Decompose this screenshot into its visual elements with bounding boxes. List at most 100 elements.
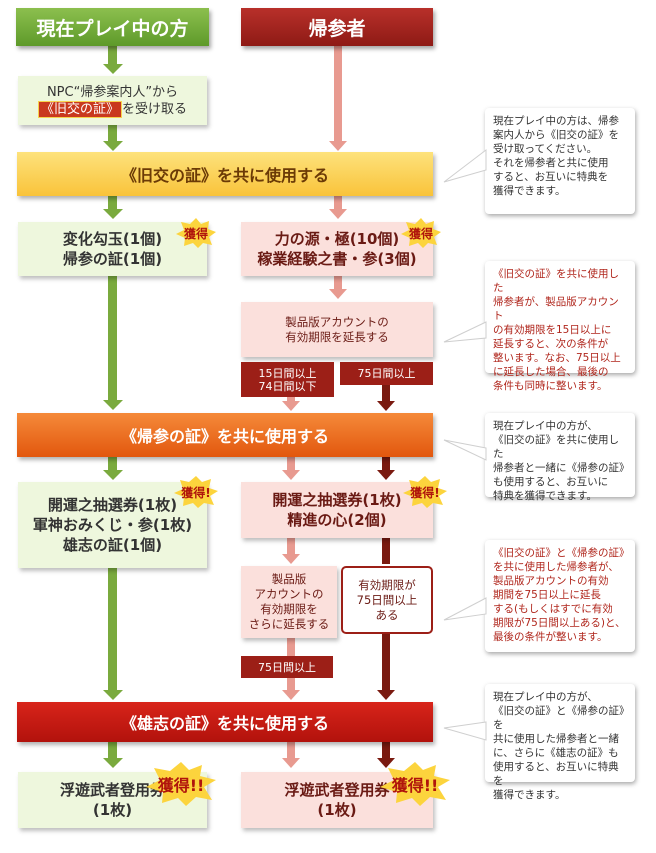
arrow-current-6-head — [103, 690, 123, 700]
step-receive-item: NPC“帰参案内人”から 《旧交の証》を受け取る — [18, 76, 207, 125]
arrow-returning-dark-1-head — [377, 401, 395, 411]
arrow-returning-3-head — [329, 289, 347, 299]
badge-acquired-3b: 獲得!! — [380, 762, 450, 806]
tag-75-days-label: 75日間以上 — [357, 367, 416, 380]
arrow-current-1 — [108, 46, 117, 66]
arrow-returning-dark-3 — [382, 538, 390, 564]
bar-use-kisan-label: 《帰参の証》を共に使用する — [120, 427, 329, 446]
note-3-line5: 特典を獲得できます。 — [493, 490, 597, 502]
arrow-current-7 — [108, 742, 117, 760]
step-extend-account-line2: 有効期限を延長する — [285, 329, 389, 344]
reward-current-stage1: 変化勾玉(1個) 帰参の証(1個) — [18, 222, 207, 276]
note-1-pointer — [443, 148, 487, 183]
arrow-current-4-head — [103, 400, 123, 410]
badge-acquired-3a-label: 獲得!! — [157, 776, 205, 795]
reward-current-stage1-line2: 帰参の証(1個) — [62, 250, 163, 268]
arrow-current-6 — [108, 568, 117, 692]
step-receive-line1: NPC“帰参案内人”から — [46, 84, 179, 100]
arrow-current-1-head — [103, 64, 123, 74]
arrow-returning-6-head — [282, 554, 300, 564]
reward-returning-stage2: 開運之抽選券(1枚) 精進の心(2個) — [241, 482, 433, 538]
note-2-line6: に延長した場合、最後の — [493, 366, 609, 378]
arrow-returning-5-head — [282, 470, 300, 480]
arrow-returning-9 — [287, 742, 295, 760]
note-5-line4: に、さらに《雄志の証》も — [493, 747, 619, 759]
arrow-returning-dark-2-head — [377, 470, 395, 480]
note-2-pointer — [443, 321, 487, 343]
step-already-line1: 有効期限が — [358, 577, 416, 592]
note-4-line1: 《旧交の証》と《帰参の証》 — [493, 547, 630, 559]
arrow-returning-5 — [287, 457, 295, 471]
bar-use-yushi-label: 《雄志の証》を共に使用する — [120, 714, 329, 733]
note-4-pointer — [443, 597, 487, 621]
arrow-current-5 — [108, 457, 117, 471]
note-4-line6: 期限が75日間以上ある)と、 — [493, 617, 626, 629]
badge-acquired-1b-label: 獲得 — [408, 226, 433, 241]
step-extend-further-line3: 有効期限を — [260, 602, 318, 616]
arrow-returning-3 — [334, 276, 342, 290]
arrow-returning-dark-5 — [382, 742, 390, 760]
step-extend-account-line1: 製品版アカウントの — [285, 314, 389, 329]
note-2-line5: 整います。なお、75日以上 — [493, 352, 621, 364]
badge-acquired-2b-label: 獲得! — [410, 485, 440, 500]
arrow-current-4 — [108, 276, 117, 402]
arrow-current-3-head — [103, 209, 123, 219]
note-2-line4: 延長すると、次の条件が — [493, 338, 609, 350]
note-4-line5: する(もしくはすでに有効 — [493, 603, 613, 615]
arrow-returning-8-head — [282, 690, 300, 700]
arrow-returning-1 — [334, 46, 342, 142]
reward-current-stage3: 浮遊武者登用券 (1枚) — [18, 772, 207, 828]
bar-use-kyuko: 《旧交の証》を共に使用する — [17, 152, 433, 196]
reward-returning-stage2-line2: 精進の心(2個) — [287, 511, 387, 529]
badge-acquired-2a: 獲得! — [174, 476, 218, 508]
note-1-line4: それを帰参者と共に使用 — [493, 157, 609, 169]
tag-75-days-second: 75日間以上 — [241, 656, 333, 678]
note-3-line1: 現在プレイ中の方が、 — [493, 420, 598, 432]
note-1-line5: すると、お互いに特典を — [493, 171, 609, 183]
note-5-pointer — [443, 721, 487, 741]
arrow-returning-dark-1 — [382, 385, 390, 403]
note-4-line7: 最後の条件が整います。 — [493, 631, 608, 643]
note-4-line3: 製品版アカウントの有効 — [493, 575, 609, 587]
arrow-returning-dark-2 — [382, 457, 390, 471]
badge-acquired-1a-label: 獲得 — [183, 226, 208, 241]
note-1-line2: 案内人から《旧交の証》を — [493, 129, 619, 141]
reward-current-stage3-line1: 浮遊武者登用券 — [59, 781, 165, 799]
tag-75-days: 75日間以上 — [340, 362, 433, 385]
reward-current-stage2-line3: 雄志の証(1個) — [62, 536, 163, 554]
bar-use-yushi: 《雄志の証》を共に使用する — [17, 702, 433, 742]
step-already-75-days: 有効期限が 75日間以上 ある — [341, 566, 433, 634]
step-extend-account: 製品版アカウントの 有効期限を延長する — [241, 302, 433, 357]
note-5-line6: 獲得できます。 — [493, 789, 566, 801]
note-5-line2: 《旧交の証》と《帰参の証》を — [493, 705, 625, 731]
reward-returning-stage1-line1: 力の源・極(10個) — [274, 230, 400, 248]
badge-acquired-2a-label: 獲得! — [181, 485, 211, 500]
note-5-line3: 共に使用した帰参者と一緒 — [493, 733, 619, 745]
arrow-returning-8 — [287, 678, 295, 692]
note-2: 《旧交の証》を共に使用した 帰参者が、製品版アカウント の有効期限を15日以上に… — [485, 261, 635, 392]
step-already-line3: ある — [375, 607, 399, 622]
reward-current-stage2-line1: 開運之抽選券(1枚) — [47, 496, 178, 514]
step-receive-suffix: を受け取る — [122, 101, 188, 117]
note-2-line2: 帰参者が、製品版アカウント — [493, 296, 619, 322]
tag-15-74-line1: 15日間以上 — [258, 366, 317, 380]
arrow-returning-dark-4-head — [377, 690, 395, 700]
arrow-returning-4-head — [282, 401, 300, 411]
reward-current-stage2-line2: 軍神おみくじ・参(1枚) — [32, 516, 193, 534]
tag-15-74-line2: 74日間以下 — [258, 379, 317, 393]
note-5: 現在プレイ中の方が、 《旧交の証》と《帰参の証》を 共に使用した帰参者と一緒 に… — [485, 684, 635, 801]
arrow-returning-dark-5-head — [377, 758, 395, 768]
note-3-line2: 《旧交の証》を共に使用した — [493, 434, 619, 460]
note-1: 現在プレイ中の方は、帰参 案内人から《旧交の証》を 受け取ってください。 それを… — [485, 108, 635, 214]
note-4-line4: 期間を75日以上に延長 — [493, 589, 601, 601]
step-receive-line2: 《旧交の証》を受け取る — [37, 100, 188, 118]
arrow-current-7-head — [103, 758, 123, 768]
badge-acquired-1a: 獲得 — [176, 218, 216, 248]
arrow-current-3 — [108, 196, 117, 210]
arrow-current-2 — [108, 125, 117, 142]
arrow-returning-7 — [287, 638, 295, 656]
header-returning-player: 帰参者 — [241, 8, 433, 46]
note-1-line1: 現在プレイ中の方は、帰参 — [493, 115, 619, 127]
bar-use-kyuko-label: 《旧交の証》を共に使用する — [120, 166, 329, 185]
